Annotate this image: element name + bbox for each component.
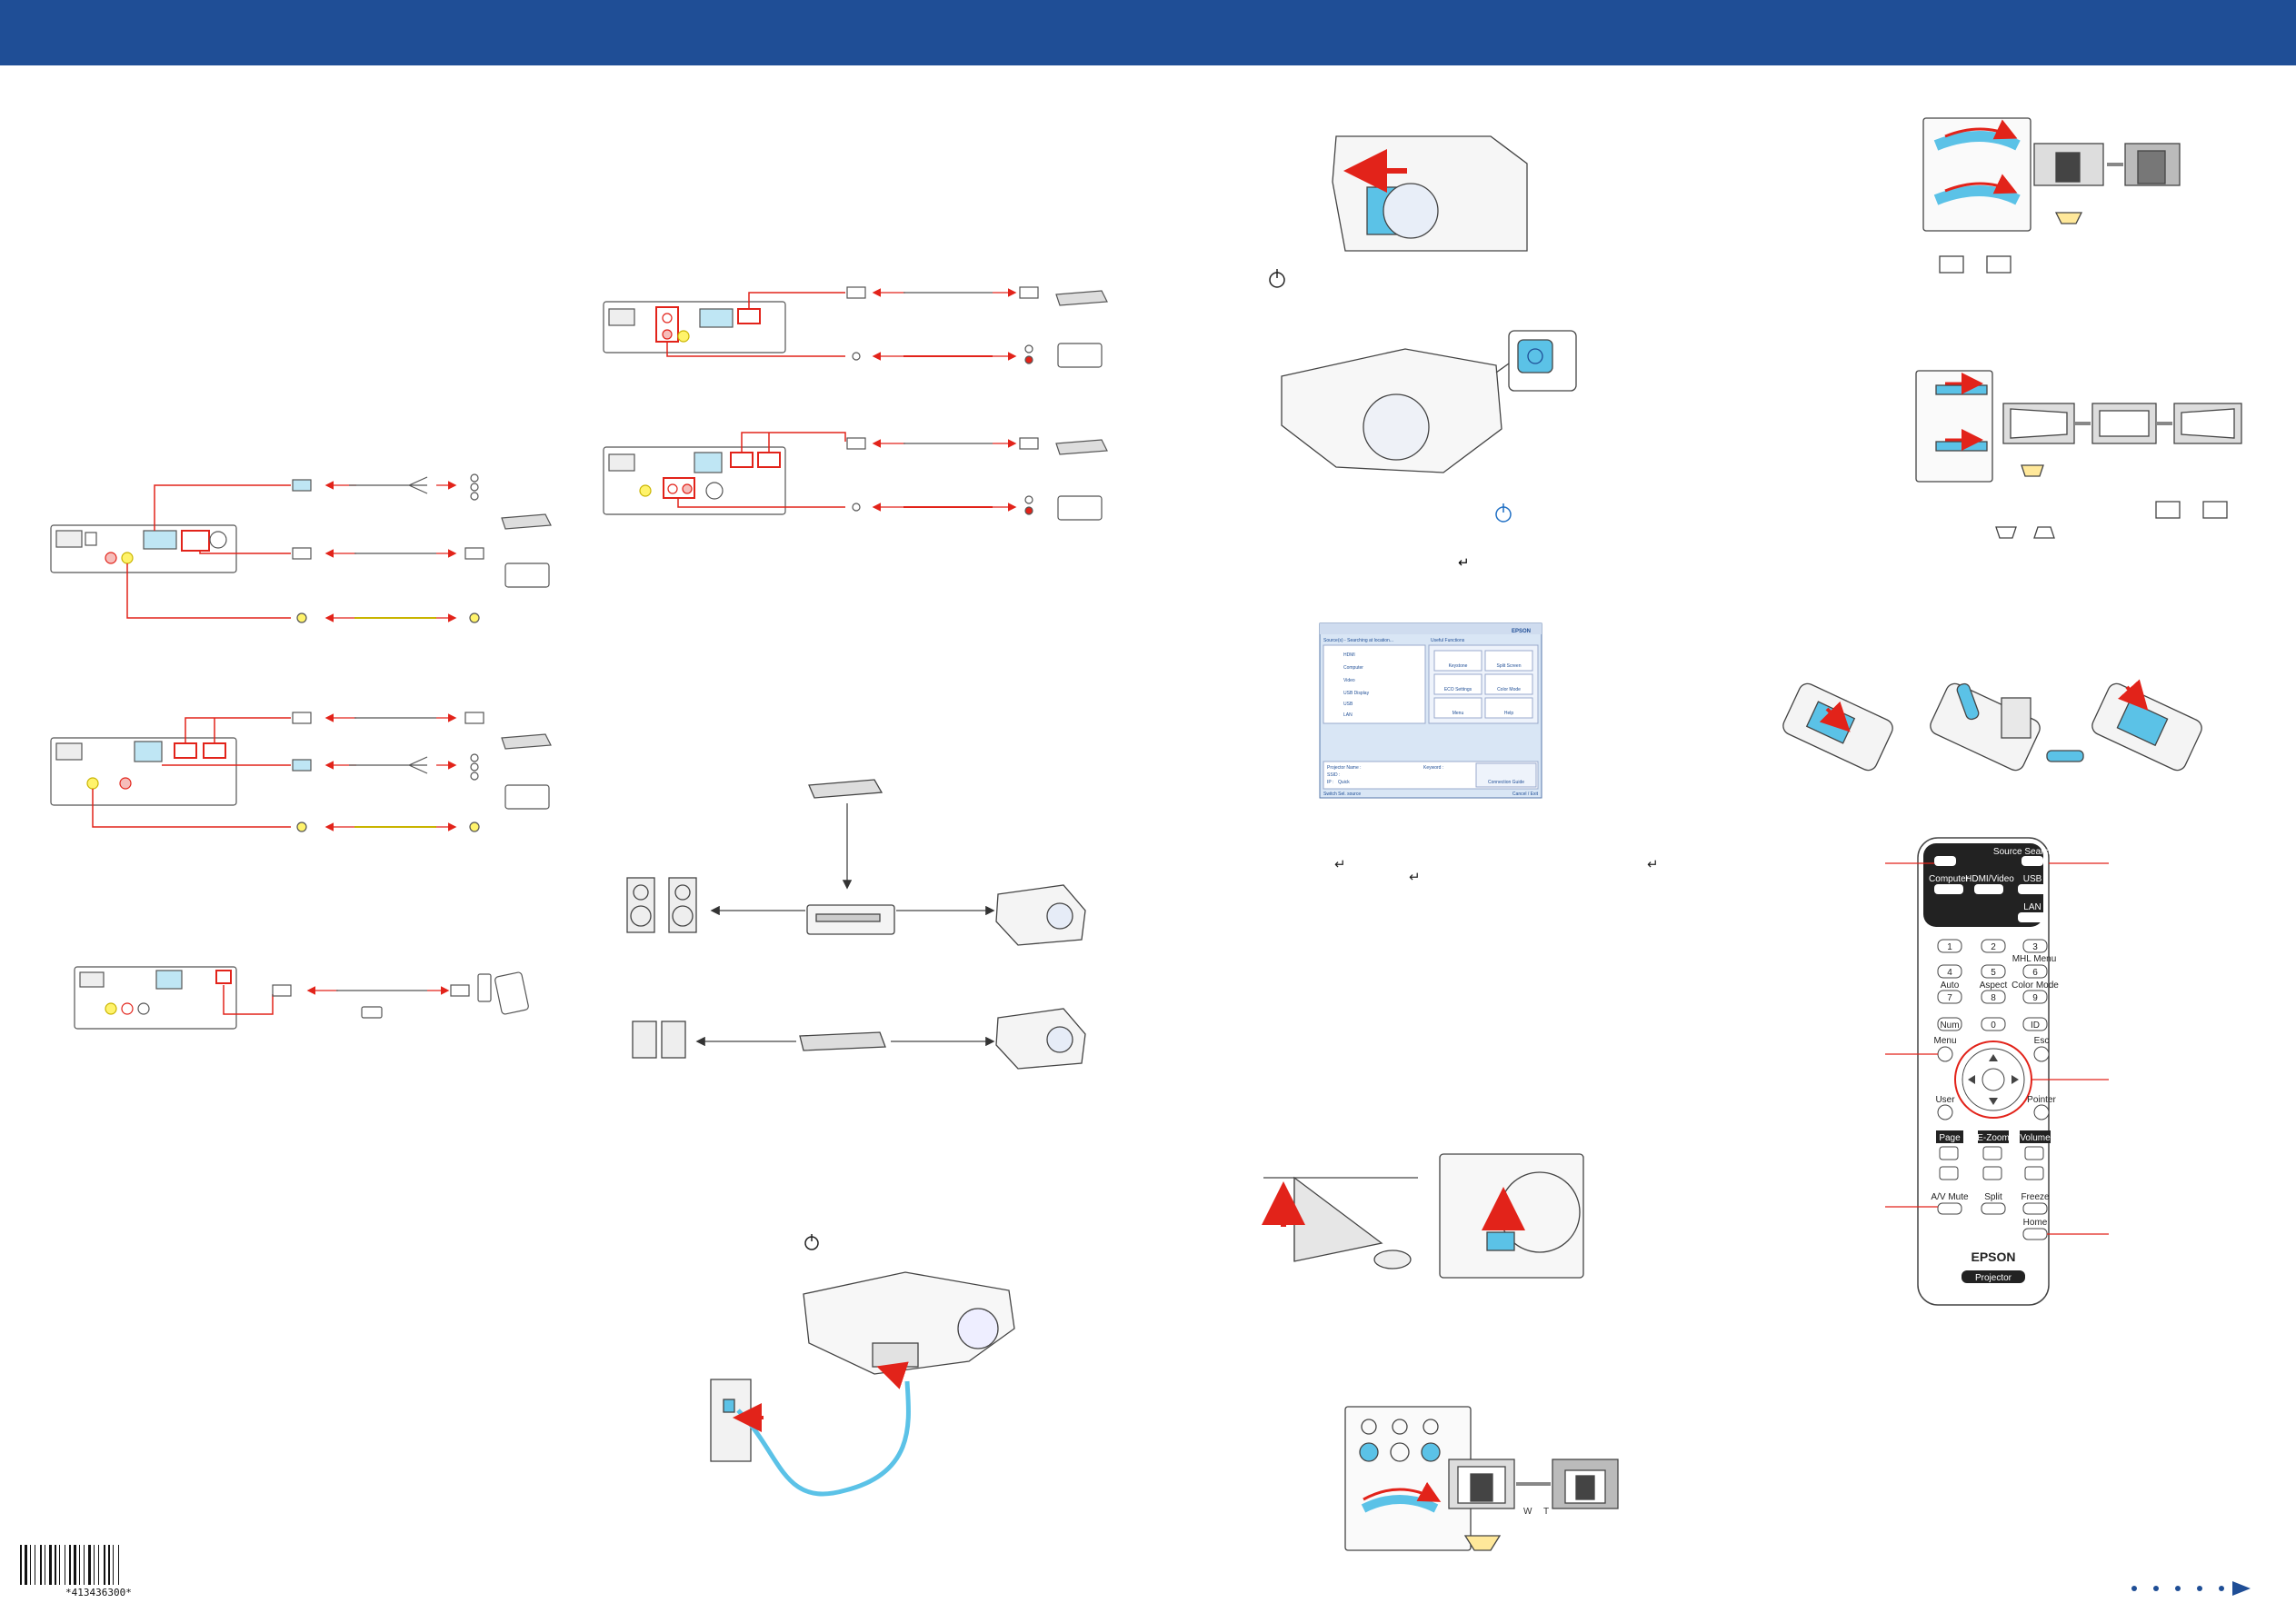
connection-diagram-1 — [50, 473, 552, 623]
home-keyword: Keyword : — [1423, 765, 1443, 771]
projector-power-diagram — [1281, 330, 1577, 473]
home-tile-keystone: Keystone — [1449, 663, 1468, 669]
home-exit-label: Cancel / Exit — [1512, 792, 1539, 797]
remote-key-5: 5 — [1991, 968, 1996, 978]
power-icon-blue — [1495, 503, 1512, 523]
home-tile-help: Help — [1504, 711, 1514, 716]
home-tile-split-screen: Split Screen — [1497, 663, 1522, 669]
home-ssid: SSID : — [1327, 772, 1340, 778]
enter-icons-row: ↵ ↵ ↵ — [1334, 857, 1659, 885]
battery-diagram — [1782, 679, 2202, 772]
home-source-computer: Computer — [1343, 665, 1363, 671]
connection-diagram-5 — [603, 432, 1108, 521]
connection-diagram-2 — [50, 712, 552, 832]
remote-key-2: 2 — [1991, 942, 1996, 952]
remote-color-mode: Color Mode — [2011, 981, 2059, 991]
remote-key-3: 3 — [2032, 942, 2038, 952]
home-useful-header: Useful Functions — [1431, 638, 1465, 643]
remote-menu: Menu — [1933, 1036, 1956, 1046]
remote-num: Num — [1940, 1021, 1959, 1031]
power-cord-diagram — [710, 1271, 1015, 1497]
home-ip: IP : — [1327, 780, 1333, 785]
remote-usb: USB — [2023, 874, 2042, 884]
zoom-w-label: W — [1523, 1507, 1532, 1517]
remote-page: Page — [1939, 1133, 1961, 1143]
home-source-hdmi: HDMI — [1343, 652, 1355, 658]
remote-split: Split — [1984, 1192, 2002, 1202]
remote-lan: LAN — [2023, 902, 2041, 912]
home-tile-color-mode: Color Mode — [1497, 687, 1521, 692]
remote-source-search: Source Search — [1993, 847, 2053, 857]
home-source-usb: USB — [1343, 702, 1353, 707]
connection-diagram-4 — [603, 286, 1108, 368]
home-source-usb-display: USB Display — [1343, 691, 1370, 696]
home-projector-name: Projector Name : — [1327, 765, 1362, 771]
home-switch-label: Switch Sel. source — [1323, 792, 1361, 797]
header-bar — [0, 0, 2296, 65]
remote-esc: Esc — [2034, 1036, 2050, 1046]
svg-text:↵: ↵ — [1409, 870, 1421, 885]
remote-volume: Volume — [2020, 1133, 2051, 1143]
focus-diagram — [1922, 117, 2181, 274]
home-source-lan: LAN — [1343, 712, 1353, 718]
remote-mhl-menu: MHL Menu — [2012, 954, 2057, 964]
remote-hdmi-video: HDMI/Video — [1965, 874, 2014, 884]
home-screen — [1319, 622, 1542, 799]
enter-icon: ↵ — [1458, 555, 1470, 571]
remote-ezoom: E-Zoom — [1977, 1133, 2010, 1143]
remote-pointer: Pointer — [2027, 1095, 2056, 1105]
remote-user: User — [1935, 1095, 1955, 1105]
home-source-header: Source(s) - Searching at location... — [1323, 638, 1393, 643]
remote-brand: EPSON — [1971, 1250, 2015, 1264]
remote-key-6: 6 — [2032, 968, 2038, 978]
remote-model: Projector — [1975, 1273, 2012, 1283]
next-page-arrow-icon — [2131, 1581, 2251, 1596]
remote-home: Home — [2023, 1218, 2048, 1228]
keystone-slider-diagram — [1915, 370, 2242, 539]
remote-key-9: 9 — [2032, 993, 2038, 1003]
power-icon-small — [1269, 269, 1285, 288]
remote-freeze: Freeze — [2021, 1192, 2050, 1202]
remote-key-7: 7 — [1947, 993, 1952, 1003]
remote-key-1: 1 — [1947, 942, 1952, 952]
remote-computer: Computer — [1929, 874, 1970, 884]
home-connection-guide: Connection Guide — [1488, 780, 1524, 785]
foot-adjust-diagram — [1262, 1153, 1584, 1279]
home-tile-menu: Menu — [1452, 711, 1464, 716]
remote-key-8: 8 — [1991, 993, 1996, 1003]
remote-auto: Auto — [1941, 981, 1960, 991]
home-brand: EPSON — [1512, 629, 1531, 634]
home-tile-eco-settings: ECO Settings — [1444, 687, 1472, 692]
remote-av-mute: A/V Mute — [1931, 1192, 1969, 1202]
barcode — [20, 1545, 182, 1585]
remote-id: ID — [2031, 1021, 2040, 1031]
remote-key-4: 4 — [1947, 968, 1952, 978]
remote-key-0: 0 — [1991, 1021, 1996, 1031]
svg-text:↵: ↵ — [1334, 857, 1346, 872]
zoom-diagram — [1344, 1406, 1619, 1551]
lens-cover-diagram — [1332, 135, 1528, 252]
home-ip-mode: Quick — [1338, 780, 1350, 785]
power-button-icon — [804, 1234, 819, 1250]
svg-text:↵: ↵ — [1647, 857, 1659, 872]
barcode-text: *413436300* — [65, 1587, 132, 1598]
remote-control — [1885, 837, 2109, 1306]
connection-diagram-3 — [74, 966, 529, 1030]
remote-aspect: Aspect — [1980, 981, 2008, 991]
audio-system-diagram — [626, 779, 1086, 1070]
home-source-video: Video — [1343, 678, 1355, 683]
zoom-t-label: T — [1543, 1507, 1549, 1517]
